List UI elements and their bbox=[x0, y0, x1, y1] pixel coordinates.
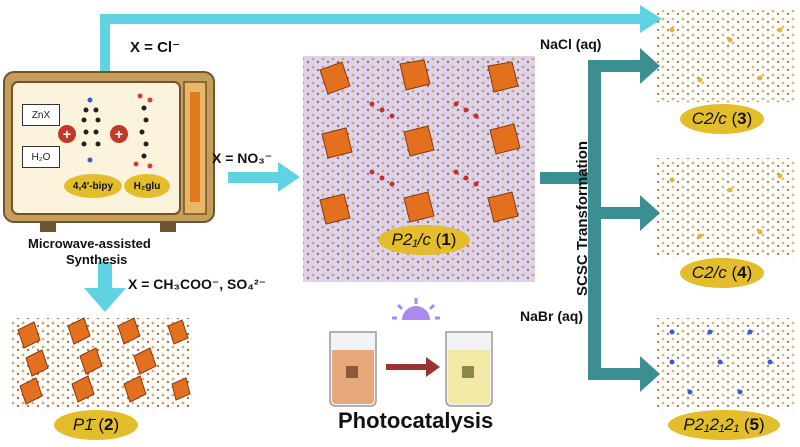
product-2-pill: P1̄ (2) bbox=[54, 410, 138, 440]
scsc-label: SCSC Transformation bbox=[574, 140, 591, 296]
beaker-before-icon bbox=[329, 331, 377, 407]
svg-text:+: + bbox=[115, 126, 123, 142]
nitrate-route-arrow bbox=[228, 162, 300, 192]
glu-label: H₂glu bbox=[124, 174, 170, 198]
nabr-label: NaBr (aq) bbox=[520, 308, 584, 324]
nitrate-label: X = NO₃⁻ bbox=[212, 150, 273, 166]
photocatalysis-label: Photocatalysis bbox=[338, 408, 494, 433]
crystal-structure-5 bbox=[655, 318, 795, 410]
chloride-route-arrow bbox=[100, 5, 662, 72]
water-box: H₂O bbox=[22, 146, 60, 168]
oven-caption-line1: Microwave-assisted bbox=[28, 236, 151, 251]
crystal-structure-2 bbox=[12, 317, 192, 410]
zn-salt-box: ZnX bbox=[22, 104, 60, 126]
product-5-pill: P2₁2₁2₁ (5) bbox=[668, 410, 780, 440]
bipy-label: 4,4′-bipy bbox=[64, 174, 122, 198]
reaction-arrow bbox=[386, 357, 440, 377]
svg-text:+: + bbox=[63, 126, 71, 142]
acetate-sulfate-label: X = CH₃COO⁻, SO₄²⁻ bbox=[128, 276, 266, 292]
crystal-structure-3 bbox=[655, 10, 795, 102]
light-icon bbox=[392, 298, 440, 320]
product-4-pill: C2/c (4) bbox=[680, 258, 764, 288]
crystal-structure-4 bbox=[655, 158, 795, 258]
chloride-label: X = Cl⁻ bbox=[130, 39, 181, 56]
nacl-label: NaCl (aq) bbox=[540, 36, 602, 52]
product-1-pill: P2₁/c (1) bbox=[378, 225, 470, 255]
acetate-route-arrow bbox=[84, 262, 126, 312]
scsc-branch-arrows bbox=[540, 48, 660, 392]
oven-caption-line2: Synthesis bbox=[66, 252, 128, 267]
beaker-after-icon bbox=[445, 331, 493, 407]
product-3-pill: C2/c (3) bbox=[680, 104, 764, 134]
